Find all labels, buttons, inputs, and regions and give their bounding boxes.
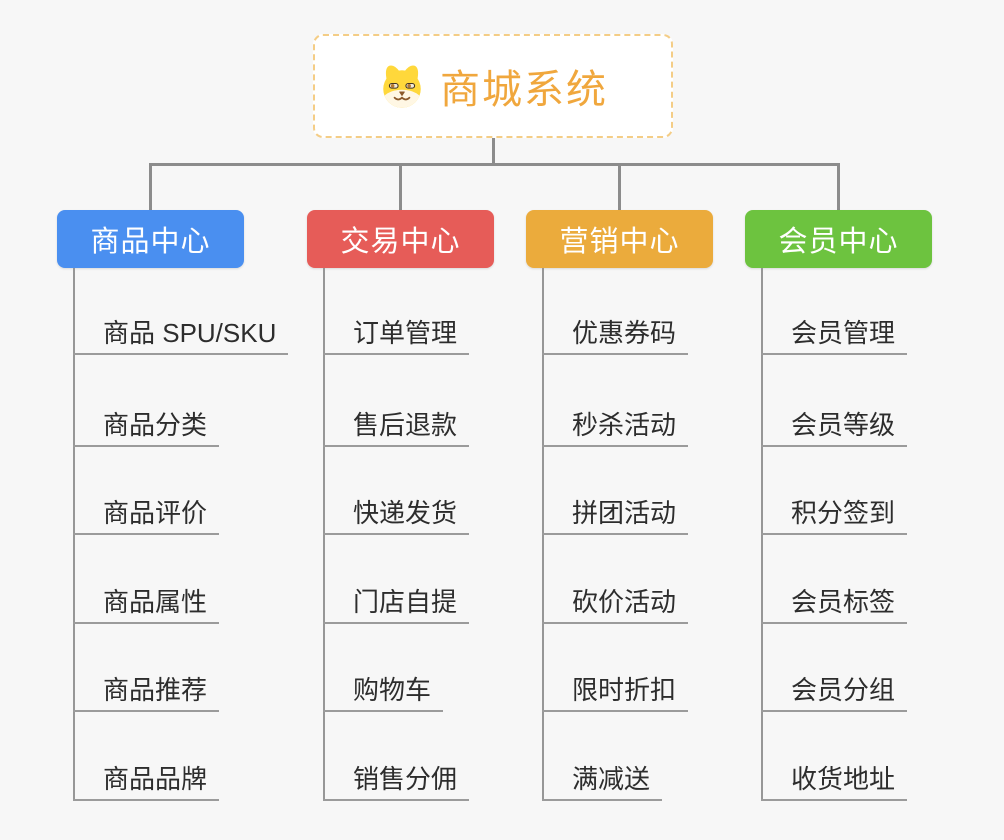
branch-drop-connector bbox=[618, 165, 621, 210]
root-stem-connector bbox=[492, 138, 495, 164]
leaf-node[interactable]: 商品 SPU/SKU bbox=[73, 313, 289, 355]
leaf-node[interactable]: 拼团活动 bbox=[542, 493, 689, 535]
leaf-node[interactable]: 快递发货 bbox=[323, 493, 470, 535]
leaf-node[interactable]: 门店自提 bbox=[323, 582, 470, 624]
branch-header-marketing-center[interactable]: 营销中心 bbox=[526, 210, 713, 268]
root-node[interactable]: 商城系统 bbox=[313, 34, 673, 138]
leaf-node[interactable]: 商品评价 bbox=[73, 493, 220, 535]
branch-product-center: 商品中心 商品 SPU/SKU 商品分类 商品评价 商品属性 商品推荐 商品品牌 bbox=[57, 210, 307, 830]
leaf-node[interactable]: 商品推荐 bbox=[73, 670, 220, 712]
branch-marketing-center: 营销中心 优惠券码 秒杀活动 拼团活动 砍价活动 限时折扣 满减送 bbox=[526, 210, 776, 830]
root-title: 商城系统 bbox=[440, 68, 608, 112]
leaf-node[interactable]: 满减送 bbox=[542, 759, 663, 801]
branch-drop-connector bbox=[149, 165, 152, 210]
branch-trade-center: 交易中心 订单管理 售后退款 快递发货 门店自提 购物车 销售分佣 bbox=[307, 210, 557, 830]
leaf-node[interactable]: 限时折扣 bbox=[542, 670, 689, 712]
leaf-node[interactable]: 优惠券码 bbox=[542, 313, 689, 355]
leaf-node[interactable]: 购物车 bbox=[323, 670, 444, 712]
leaf-node[interactable]: 砍价活动 bbox=[542, 582, 689, 624]
branch-drop-connector bbox=[399, 165, 402, 210]
leaf-node[interactable]: 商品品牌 bbox=[73, 759, 220, 801]
leaf-node[interactable]: 收货地址 bbox=[761, 759, 908, 801]
leaf-node[interactable]: 商品分类 bbox=[73, 405, 220, 447]
leaf-node[interactable]: 销售分佣 bbox=[323, 759, 470, 801]
branch-drop-connector bbox=[837, 165, 840, 210]
branch-connector-bar bbox=[149, 163, 840, 166]
branch-header-member-center[interactable]: 会员中心 bbox=[745, 210, 932, 268]
leaf-node[interactable]: 会员等级 bbox=[761, 405, 908, 447]
dog-face-icon bbox=[378, 63, 426, 109]
leaf-node[interactable]: 积分签到 bbox=[761, 493, 908, 535]
leaf-node[interactable]: 售后退款 bbox=[323, 405, 470, 447]
leaf-node[interactable]: 秒杀活动 bbox=[542, 405, 689, 447]
leaf-node[interactable]: 会员标签 bbox=[761, 582, 908, 624]
leaf-node[interactable]: 会员分组 bbox=[761, 670, 908, 712]
leaf-node[interactable]: 订单管理 bbox=[323, 313, 470, 355]
branch-header-trade-center[interactable]: 交易中心 bbox=[307, 210, 494, 268]
branch-header-product-center[interactable]: 商品中心 bbox=[57, 210, 244, 268]
leaf-node[interactable]: 会员管理 bbox=[761, 313, 908, 355]
branch-member-center: 会员中心 会员管理 会员等级 积分签到 会员标签 会员分组 收货地址 bbox=[745, 210, 995, 830]
leaf-node[interactable]: 商品属性 bbox=[73, 582, 220, 624]
